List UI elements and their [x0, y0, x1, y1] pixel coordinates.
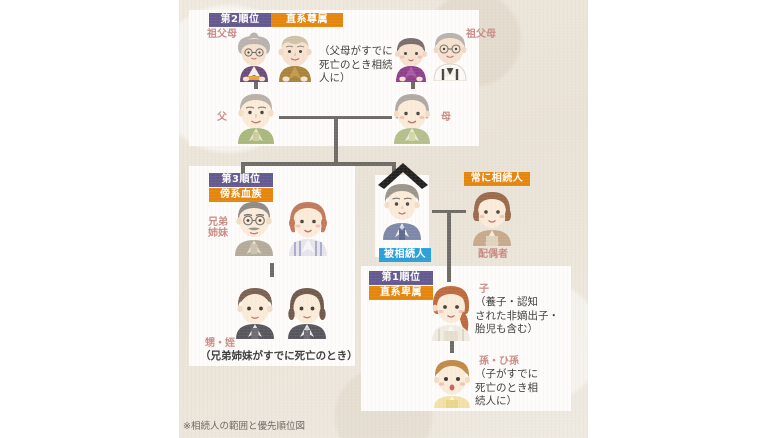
badge-rank3-rank: 第3順位 [209, 173, 273, 187]
label-grandparents-right: 祖父母 [466, 29, 496, 40]
person-mother [389, 88, 435, 144]
label-nephew-niece: 甥・姪 [205, 338, 235, 349]
figure-caption: ※相続人の範囲と優先順位図 [183, 421, 305, 432]
line-grandparents-right-to-mother [411, 78, 415, 89]
person-child [427, 281, 475, 341]
label-mother: 母 [441, 112, 451, 123]
line-grandparents-left-to-father [254, 78, 258, 89]
person-spouse [469, 186, 515, 246]
line-spouse-drop-to-child [447, 210, 451, 282]
badge-decedent: 被相続人 [379, 248, 431, 262]
mourning-frame-icon [375, 160, 431, 190]
person-father [233, 88, 279, 144]
note-grandchild: （子がすでに 死亡のとき相 続人に） [475, 368, 539, 407]
label-grandchild: 孫・ひ孫 [479, 356, 519, 367]
note-nephew-niece: （兄弟姉妹がすでに死亡のとき） [200, 350, 358, 362]
badge-rank1-type: 直系卑属 [369, 286, 433, 300]
label-siblings: 兄弟 姉妹 [208, 217, 228, 239]
label-grandparents-left: 祖父母 [207, 29, 237, 40]
note-child: （養子・認知 された非嫡出子・ 胎児も含む） [475, 296, 559, 335]
label-spouse: 配偶者 [478, 249, 508, 260]
line-child-to-grandchild [450, 340, 454, 353]
person-grandmother-right [391, 33, 431, 82]
badge-rank3-type: 傍系血族 [209, 188, 273, 202]
line-children-bus [241, 162, 396, 166]
person-grandmother-left [234, 32, 274, 82]
label-father: 父 [217, 112, 227, 123]
badge-rank2-rank: 第2順位 [209, 13, 271, 27]
line-bus-to-siblings [241, 162, 245, 176]
person-grandfather-left [274, 30, 316, 82]
line-siblings-to-nephew [270, 263, 274, 277]
person-nephew [233, 283, 277, 339]
label-child: 子 [479, 284, 489, 295]
person-grandfather-right [429, 28, 471, 81]
person-decedent [380, 178, 424, 240]
inheritance-chart-image: 第2順位 直系尊属 第3順位 傍系血族 第1順位 直系卑属 常に相続人 被相続人 [179, 0, 588, 438]
badge-rank1-rank: 第1順位 [369, 271, 433, 285]
person-sister [285, 196, 331, 256]
person-grandchild [429, 354, 475, 408]
badge-rank2-type: 直系尊属 [271, 13, 343, 27]
person-brother [231, 196, 277, 256]
line-parents-drop [334, 116, 338, 164]
line-bus-to-decedent [392, 162, 396, 174]
note-grandparents: （父母がすでに 死亡のとき相続 人に） [319, 45, 393, 84]
person-niece [285, 283, 329, 339]
badge-always-heir: 常に相続人 [464, 172, 530, 186]
